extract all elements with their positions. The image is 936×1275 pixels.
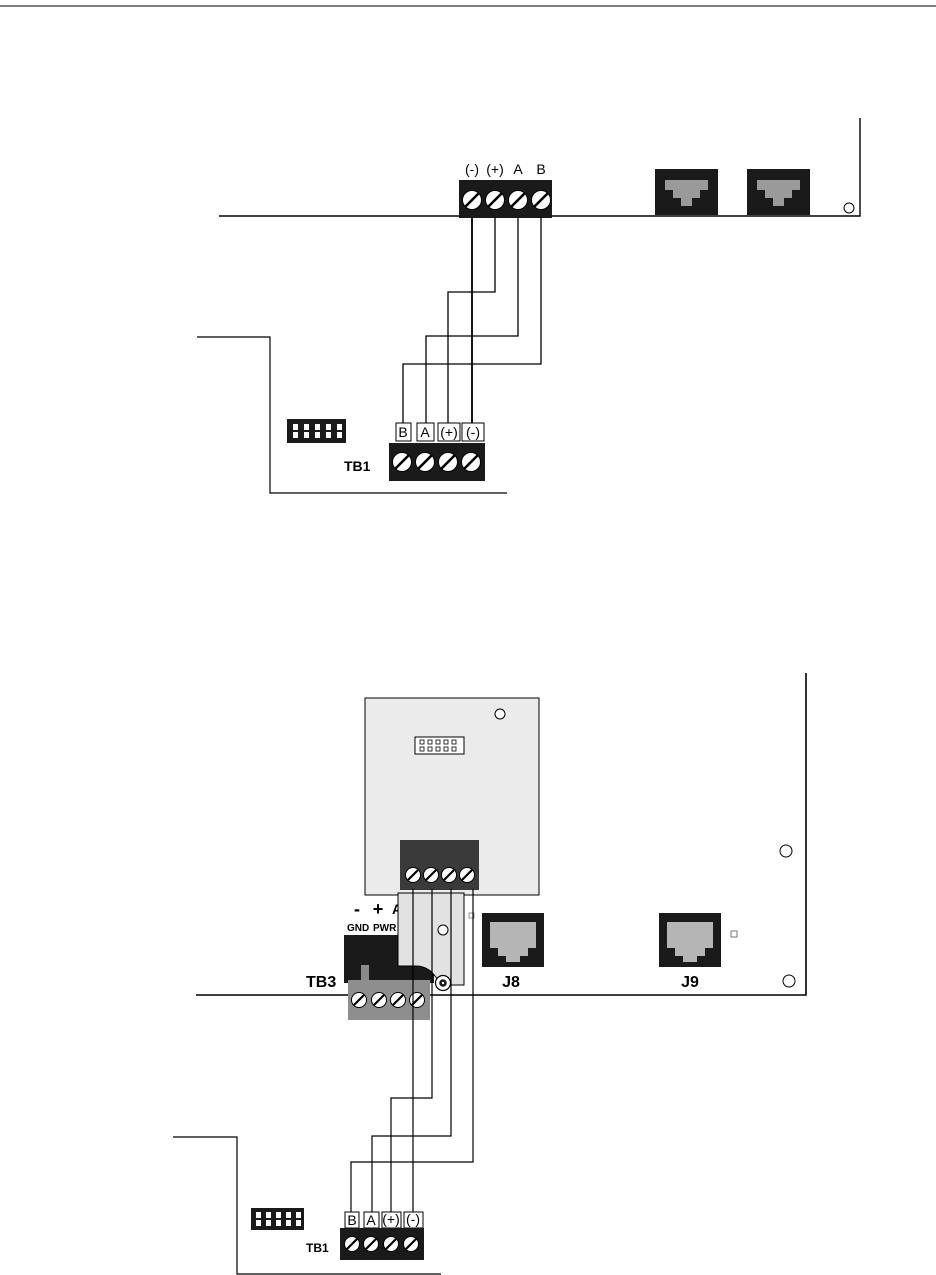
diagram-1: (-) (+) A B B A (+) (-): [197, 118, 861, 494]
dip-switch: [251, 1208, 304, 1230]
device-board-outline: [197, 336, 507, 494]
module-terminal-block: [400, 840, 479, 890]
wire-b: [402, 217, 542, 430]
panel-terminal-label: A: [513, 161, 523, 177]
device-terminal-label: (+): [382, 1211, 400, 1227]
mounting-hole: [779, 844, 793, 858]
device-terminal-label: B: [398, 424, 407, 440]
device-terminal-block-tb1: [340, 1228, 424, 1260]
device-terminal-label: (-): [466, 424, 480, 440]
wire-plus: [447, 217, 496, 430]
device-terminal-block-tb1: [389, 443, 485, 481]
wire-a: [371, 889, 452, 1214]
j9-label: J9: [681, 974, 699, 991]
j8-label: J8: [502, 974, 520, 991]
tb3-gnd-label: GND: [347, 923, 369, 934]
tb3-pwr-label: PWR: [373, 923, 397, 934]
tb3-plus-label: +: [373, 899, 384, 919]
wires: [350, 889, 474, 1214]
tb3-label: TB3: [306, 974, 336, 991]
device-terminal-label: (+): [440, 424, 458, 440]
panel-terminal-label: (+): [486, 161, 504, 177]
header-connector: [414, 736, 465, 755]
panel-terminal-label: B: [536, 161, 545, 177]
device-board-outline: [173, 1136, 441, 1275]
dip-switch: [287, 419, 346, 443]
tb1-label: TB1: [344, 458, 371, 474]
tb3-minus-label: -: [354, 899, 360, 919]
wires: [402, 217, 542, 430]
panel-board-outline: [219, 118, 861, 217]
tb1-label: TB1: [306, 1241, 329, 1255]
rj-jack-j8: [482, 913, 544, 967]
rj-jack: [747, 169, 810, 215]
panel-terminal-label: (-): [465, 161, 479, 177]
mounting-hole: [843, 202, 855, 214]
device-terminal-label: A: [420, 424, 430, 440]
wire-b: [350, 889, 474, 1214]
rj-jack-j9: [659, 913, 721, 967]
device-terminal-label: A: [366, 1212, 376, 1228]
wire-plus: [390, 889, 433, 1214]
tb3-terminal-block: [348, 980, 430, 1020]
wire-a: [425, 217, 519, 430]
diagram-2: - + A GND PWR TB3: [173, 673, 807, 1275]
device-terminal-label: B: [347, 1212, 356, 1228]
mounting-hole: [782, 974, 796, 988]
tb3-a-label: A: [392, 901, 402, 917]
rj-jack: [655, 169, 718, 215]
device-terminal-label: (-): [406, 1211, 420, 1227]
panel-terminal-block: [459, 180, 552, 218]
